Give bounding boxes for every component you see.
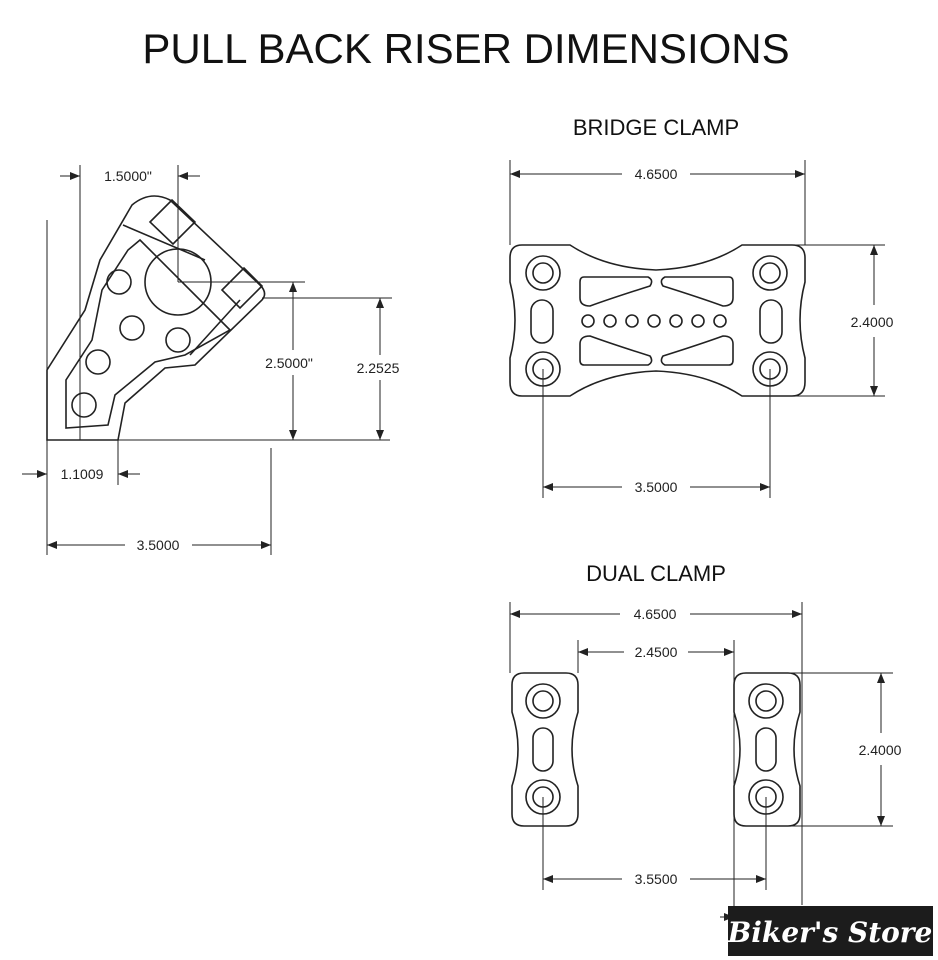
riser-hole [165,327,191,353]
dual-right-hole-inner [755,690,777,712]
dim-bridge-width: 4.6500 [635,166,678,182]
dim-arrow [510,610,520,618]
dim-arrow [760,483,770,491]
dual-left-hole-outer [525,683,561,719]
dual-clamp-drawing: DUAL CLAMP 4.6500 2.4500 [509,561,902,921]
riser-hole [71,392,97,418]
dim-arrow [70,172,80,180]
dim-arrow [261,541,271,549]
bridge-small-hole [669,314,683,328]
dim-arrow [870,386,878,396]
dim-arrow [47,541,57,549]
bridge-small-hole [581,314,595,328]
dim-arrow [178,172,188,180]
dual-clamp-left-outline [511,672,579,827]
dim-dual-height: 2.4000 [859,742,902,758]
bridge-hole-outer [752,255,788,291]
dim-arrow [289,430,297,440]
dim-riser-height-a: 2.5000" [265,355,313,371]
riser-clamp-line [189,299,241,356]
bridge-small-hole [625,314,639,328]
riser-inner-outline [65,238,232,429]
dual-left-hole-inner [532,690,554,712]
dim-arrow [376,430,384,440]
page-title: PULL BACK RISER DIMENSIONS [142,25,789,72]
riser-hole [119,315,145,341]
bridge-small-hole [691,314,705,328]
dual-right-slot [755,727,777,772]
dual-left-slot [532,727,554,772]
dim-arrow [543,875,553,883]
bridge-slot [530,299,554,344]
dim-arrow [289,282,297,292]
dual-right-hole-outer [748,683,784,719]
riser-drawing: 1.5000" 2.5000" 2.2525 1.1009 3.5000 [22,165,400,555]
bridge-hole-outer [525,255,561,291]
riser-hole [106,269,132,295]
dim-riser-height-b: 2.2525 [357,360,400,376]
store-watermark: Biker's Store [727,906,933,956]
dim-dual-hole-spacing: 3.5500 [635,871,678,887]
dim-arrow [795,170,805,178]
dim-arrow [510,170,520,178]
bridge-cutout [660,335,734,366]
dim-bridge-height: 2.4000 [851,314,894,330]
dim-riser-width: 3.5000 [137,537,180,553]
bridge-cutout [579,335,653,366]
bridge-hole-inner [759,262,781,284]
dual-clamp-heading: DUAL CLAMP [586,561,726,586]
bridge-clamp-heading: BRIDGE CLAMP [573,115,739,140]
dim-arrow [877,816,885,826]
dual-clamp-right-outline [733,672,801,827]
dim-arrow [543,483,553,491]
dim-arrow [376,298,384,308]
watermark-background [728,906,933,956]
bridge-small-hole [647,314,661,328]
bridge-cutout [660,276,734,307]
dim-arrow [578,648,588,656]
riser-clamp-line [122,224,206,261]
dim-arrow [724,648,734,656]
bridge-slot [759,299,783,344]
dim-bridge-hole-spacing: 3.5000 [635,479,678,495]
dim-riser-top: 1.5000" [104,168,152,184]
bridge-small-hole [713,314,727,328]
bridge-cutout [579,276,653,307]
bridge-clamp-drawing: BRIDGE CLAMP 4.6500 [509,115,894,498]
bridge-hole-inner [532,262,554,284]
dim-arrow [877,673,885,683]
riser-bolt-pocket [220,266,264,310]
watermark-text: Biker's Store [727,916,933,949]
riser-hole [85,349,111,375]
dim-arrow [756,875,766,883]
dim-arrow [792,610,802,618]
riser-bolt-pocket [148,198,197,246]
dim-dual-gap: 2.4500 [635,644,678,660]
bridge-small-hole [603,314,617,328]
dim-arrow [37,470,47,478]
dim-riser-offset: 1.1009 [61,466,104,482]
dim-arrow [870,245,878,255]
dim-arrow [118,470,128,478]
dim-dual-width: 4.6500 [634,606,677,622]
